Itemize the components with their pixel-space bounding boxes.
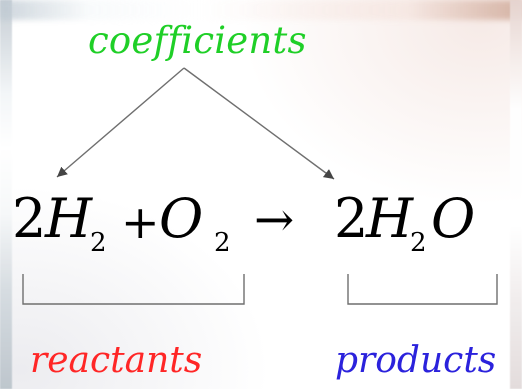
reactant-hydrogen-symbol: H: [45, 187, 93, 250]
reactant-oxygen-subscript: 2: [214, 228, 231, 258]
product-oxygen-symbol: O: [431, 187, 476, 250]
reactant-oxygen-symbol: O: [159, 187, 204, 250]
coefficient-arrow-right: [183, 67, 335, 180]
product-hydrogen-subscript: 2: [410, 228, 427, 258]
reactants-bracket: [22, 274, 245, 305]
reaction-arrow: →: [254, 192, 295, 248]
product-coefficient: 2: [334, 187, 369, 250]
products-bracket: [347, 274, 498, 305]
product-hydrogen-symbol: H: [366, 187, 414, 250]
reactant-hydrogen-subscript: 2: [90, 228, 107, 258]
background-top-band: [0, 0, 522, 20]
reactants-label: reactants: [30, 340, 203, 381]
reactant-coefficient: 2: [12, 187, 47, 250]
plus-sign: +: [121, 195, 160, 249]
products-label: products: [335, 340, 497, 381]
coefficient-arrow-left: [56, 67, 185, 178]
coefficients-label: coefficients: [88, 19, 307, 62]
